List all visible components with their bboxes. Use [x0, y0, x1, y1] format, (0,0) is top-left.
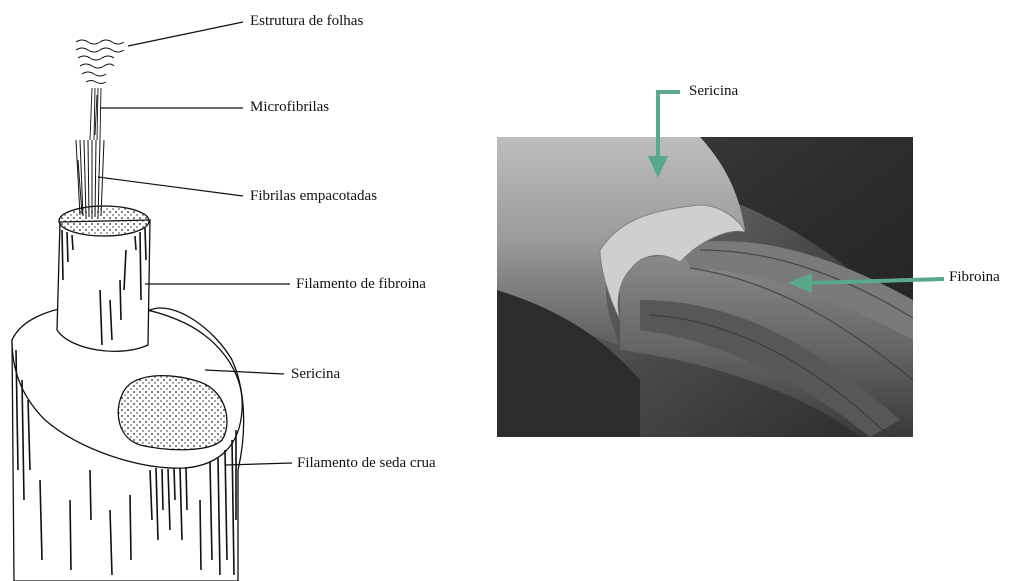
label-microfibrils: Microfibrilas [250, 100, 329, 115]
label-sheet-structure: Estrutura de folhas [250, 14, 363, 29]
label-sericin-left: Sericina [291, 367, 340, 382]
label-packed-fibrils: Fibrilas empacotadas [250, 189, 377, 204]
label-fibroin-filament: Filamento de fibroina [296, 277, 426, 292]
label-sericin-right: Sericina [689, 84, 738, 99]
label-raw-silk-filament: Filamento de seda crua [297, 456, 436, 471]
label-fibroin-right: Fibroina [949, 270, 1000, 285]
